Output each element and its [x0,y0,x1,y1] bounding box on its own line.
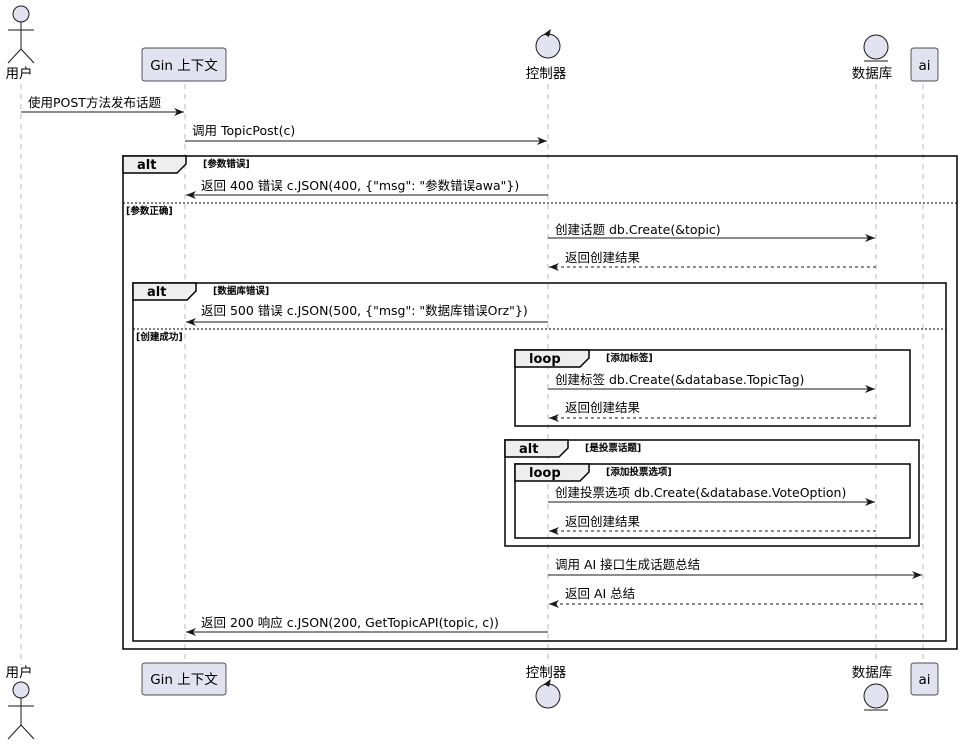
participant-label: 控制器 [526,66,567,82]
fragment-guard: [添加标签] [606,352,653,364]
fragment-else-guard: [参数正确] [126,205,173,217]
message: 返回 400 错误 c.JSON(400, {"msg": "参数错误awa"}… [186,178,548,199]
participant-label: Gin 上下文 [150,58,218,74]
participant-user-bottom: 用户 [6,664,35,740]
participant-db-top: 数据库 [852,34,893,82]
message: 返回创建结果 [549,250,876,271]
message-label: 创建投票选项 db.Create(&database.VoteOption) [555,485,846,500]
message: 创建标签 db.Create(&database.TopicTag) [548,372,875,393]
participant-ai-bottom: ai [910,662,939,696]
fragment-else-guard: [创建成功] [136,331,183,343]
fragment-keyword: alt [147,285,166,300]
participant-label: ai [918,58,930,74]
fragment-loop-tags: loop [添加标签] [514,349,911,427]
participant-gin-bottom: Gin 上下文 [141,662,227,696]
message: 使用POST方法发布话题 [21,95,184,116]
fragment-keyword: loop [529,352,561,367]
message: 调用 AI 接口生成话题总结 [548,557,922,579]
message-label: 调用 TopicPost(c) [192,123,295,138]
lifelines [20,84,924,665]
message-label: 返回 AI 总结 [565,586,635,601]
entity-icon [863,34,889,62]
participant-user-top: 用户 [6,5,35,82]
participant-label: 数据库 [852,66,893,82]
fragment-guard: [是投票话题] [585,442,641,454]
fragment-keyword: alt [519,442,538,457]
actor-icon [7,681,35,740]
fragment-keyword: loop [529,466,561,481]
message: 创建投票选项 db.Create(&database.VoteOption) [548,485,875,506]
message-label: 返回 500 错误 c.JSON(500, {"msg": "数据库错误Orz"… [201,303,528,318]
message-label: 创建标签 db.Create(&database.TopicTag) [555,372,804,387]
fragment-keyword: alt [137,158,156,173]
fragment-loop-vote-options: loop [添加投票选项] [514,463,911,539]
participant-ctrl-bottom: 控制器 [526,665,567,709]
message: 调用 TopicPost(c) [185,123,547,145]
participant-label: 数据库 [852,665,893,681]
participant-label: 用户 [6,664,33,681]
fragment-guard: [数据库错误] [213,285,269,297]
entity-icon [863,683,889,711]
message-label: 返回创建结果 [565,250,641,265]
fragment-guard: [添加投票选项] [606,466,672,478]
actor-icon [7,5,35,64]
message-label: 返回 400 错误 c.JSON(400, {"msg": "参数错误awa"}… [201,178,519,193]
participant-label: ai [918,672,930,688]
message: 返回 200 响应 c.JSON(200, GetTopicAPI(topic,… [186,615,548,636]
fragment-alt-vote: alt [是投票话题] [504,439,920,547]
control-icon [535,679,561,709]
participant-label: 用户 [6,65,33,82]
fragment-alt-params: alt [参数错误] [参数正确] [122,155,958,650]
participant-ai-top: ai [910,47,939,82]
message: 返回创建结果 [549,514,876,535]
message: 返回创建结果 [549,400,876,422]
message-label: 调用 AI 接口生成话题总结 [555,557,700,572]
message: 返回 500 错误 c.JSON(500, {"msg": "数据库错误Orz"… [186,303,548,326]
message-label: 返回创建结果 [565,514,641,529]
participant-label: 控制器 [526,665,567,681]
message-label: 创建话题 db.Create(&topic) [555,222,721,237]
message-label: 使用POST方法发布话题 [28,95,161,110]
participant-ctrl-top: 控制器 [526,29,567,82]
fragment-alt-db: alt [数据库错误] [创建成功] [132,282,947,642]
message-label: 返回 200 响应 c.JSON(200, GetTopicAPI(topic,… [201,615,499,630]
message: 创建话题 db.Create(&topic) [548,222,875,242]
message: 返回 AI 总结 [549,586,923,608]
message-label: 返回创建结果 [565,400,641,415]
participant-gin-top: Gin 上下文 [141,47,227,82]
participant-db-bottom: 数据库 [852,665,893,711]
control-icon [535,29,561,59]
fragment-guard: [参数错误] [203,158,250,170]
participant-label: Gin 上下文 [150,672,218,688]
